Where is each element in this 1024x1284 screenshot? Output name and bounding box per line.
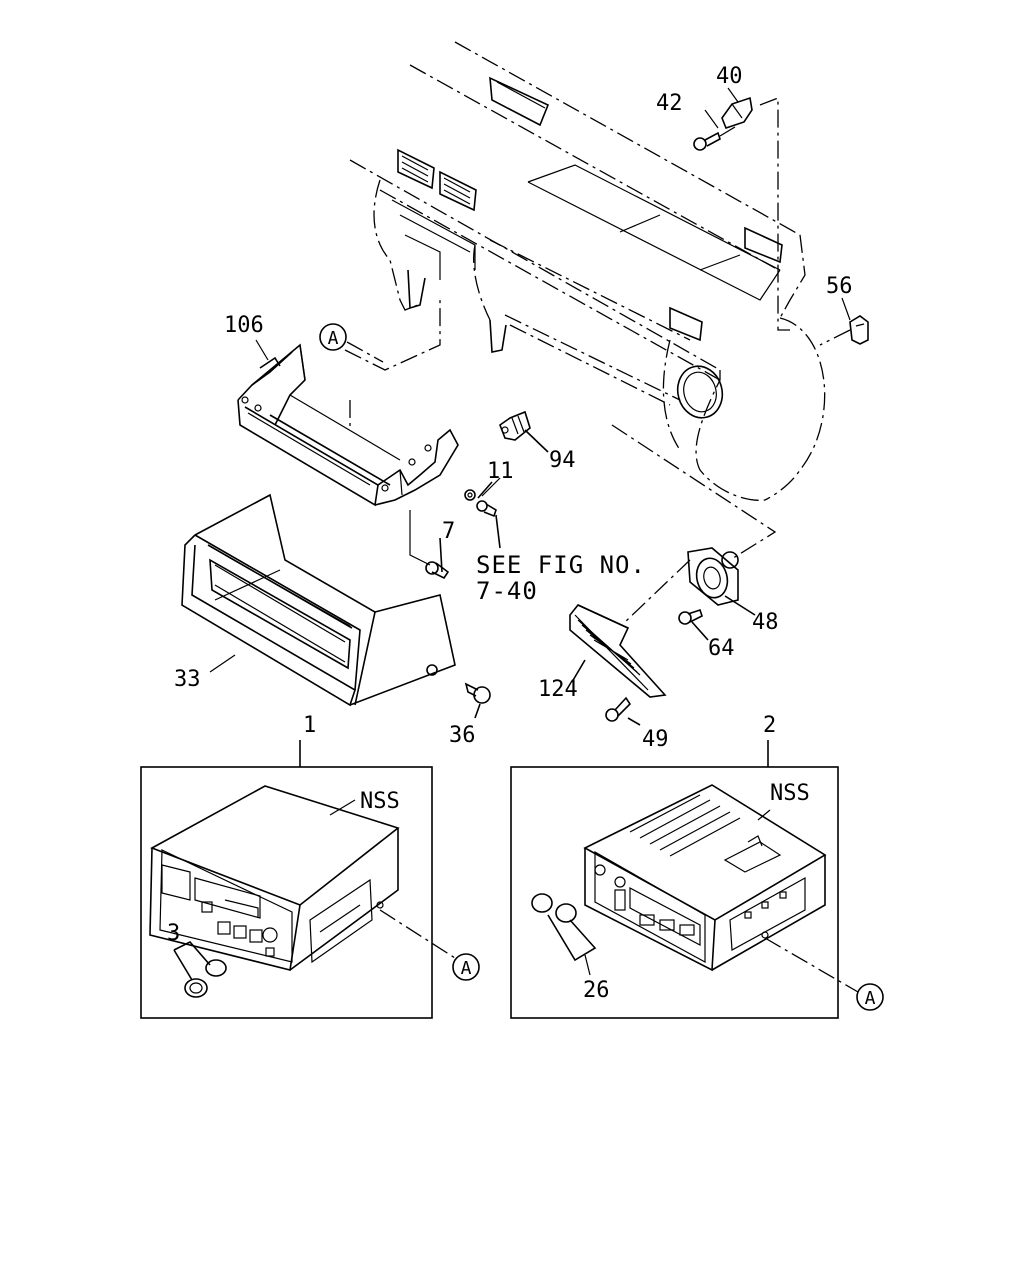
- leader-lines: [255, 87, 851, 976]
- label-7: 7: [442, 519, 455, 544]
- label-124: 124: [538, 677, 578, 702]
- screw-part-7: [409, 510, 450, 580]
- label-11: 11: [487, 459, 514, 484]
- label-106: 106: [224, 313, 264, 338]
- clip-part-94: [499, 410, 549, 453]
- label-64: 64: [708, 636, 735, 661]
- screw-part-36: [464, 682, 491, 719]
- screw-part-49: [605, 696, 641, 726]
- reference-note-line1: SEE FIG NO.: [476, 551, 646, 579]
- part-labels: 40 42 56 106 94 11 7 33 36 48 64 124 49 …: [167, 64, 853, 1003]
- label-94: 94: [549, 448, 576, 473]
- reference-circle-a-left: A: [452, 953, 480, 981]
- screw-part-11b: [476, 500, 501, 549]
- label-36: 36: [449, 723, 476, 748]
- radio-panel-1: [140, 740, 456, 1019]
- clip-part-56: [819, 315, 869, 346]
- circle-a-right-text: A: [865, 988, 876, 1009]
- label-56: 56: [826, 274, 853, 299]
- label-40: 40: [716, 64, 743, 89]
- bracket-part-40: [721, 96, 790, 331]
- reference-circle-a-right: A: [856, 983, 884, 1011]
- circle-a-top-text: A: [328, 328, 339, 349]
- label-nss-1: NSS: [360, 789, 400, 814]
- label-2: 2: [763, 713, 776, 738]
- circle-a-left-text: A: [461, 958, 472, 979]
- screw-part-64: [678, 608, 709, 641]
- label-1: 1: [303, 713, 316, 738]
- label-49: 49: [642, 727, 669, 752]
- label-42: 42: [656, 91, 683, 116]
- instrument-panel: [349, 41, 826, 501]
- grille-part-124: [569, 604, 667, 698]
- label-3: 3: [167, 921, 180, 946]
- label-33: 33: [174, 667, 201, 692]
- reference-note-line2: 7-40: [476, 577, 538, 605]
- bezel-part-33: [181, 493, 456, 707]
- reference-circle-a-top: A: [319, 323, 384, 363]
- label-26: 26: [583, 978, 610, 1003]
- radio-panel-2: [510, 740, 859, 1019]
- washer-part-11: [464, 481, 493, 501]
- label-48: 48: [752, 610, 779, 635]
- speaker-part-48: [611, 424, 777, 623]
- mounting-bracket-part-106: [237, 300, 459, 507]
- label-nss-2: NSS: [770, 781, 810, 806]
- screw-part-42: [693, 126, 736, 151]
